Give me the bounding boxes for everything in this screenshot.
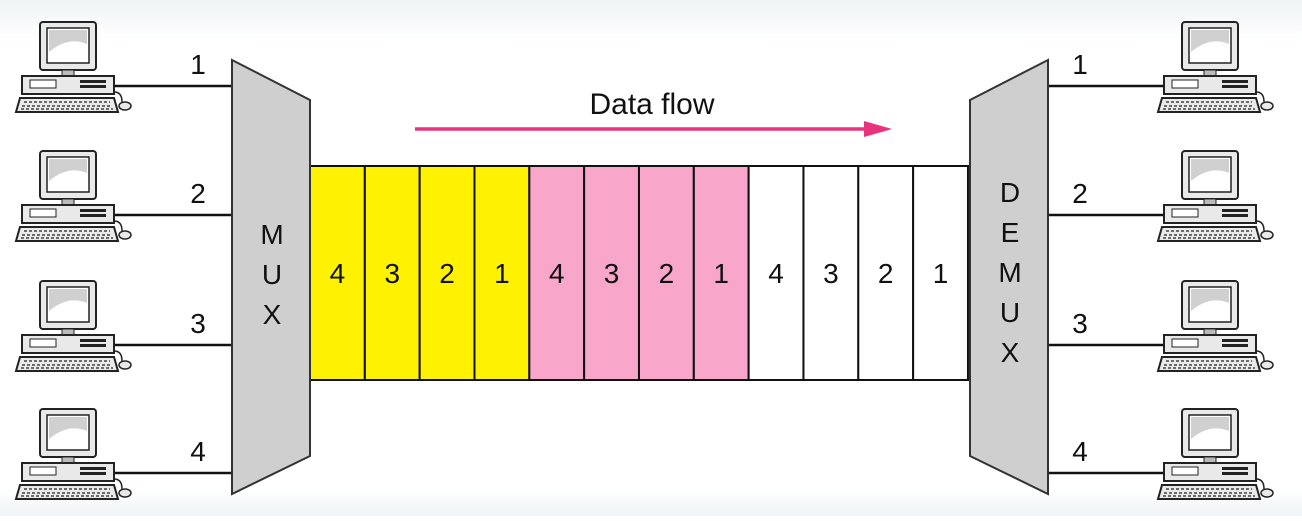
computer-icon-left-4 xyxy=(15,408,132,500)
computer-icon-right-1 xyxy=(1157,21,1274,113)
demux-device xyxy=(969,58,1049,496)
slot-label: 4 xyxy=(768,258,784,289)
slot-label: 4 xyxy=(549,258,565,289)
mux-device xyxy=(231,58,311,496)
data-flow-label: Data flow xyxy=(589,88,714,121)
slot-label: 3 xyxy=(604,258,620,289)
slot-label: 4 xyxy=(330,258,346,289)
arrowhead-icon xyxy=(864,121,892,137)
mux-letter: M xyxy=(260,219,283,250)
mux-letter: U xyxy=(262,259,282,290)
computer-icon-right-4 xyxy=(1157,408,1274,500)
input-label-1: 1 xyxy=(190,49,206,80)
demux-letter: U xyxy=(1000,297,1020,328)
demux-letter: E xyxy=(1001,217,1020,248)
computer-icon-left-1 xyxy=(15,21,132,113)
output-label-2: 2 xyxy=(1072,178,1088,209)
slot-label: 2 xyxy=(439,258,455,289)
computer-icon-right-2 xyxy=(1157,150,1274,242)
input-label-4: 4 xyxy=(190,436,206,467)
output-label-4: 4 xyxy=(1072,436,1088,467)
slot-label: 3 xyxy=(384,258,400,289)
demux-letter: X xyxy=(1001,337,1020,368)
demux-letter: D xyxy=(1000,177,1020,208)
slot-label: 1 xyxy=(494,258,510,289)
computer-icon-left-3 xyxy=(15,280,132,372)
computer-icon-right-3 xyxy=(1157,280,1274,372)
input-label-3: 3 xyxy=(190,308,206,339)
slot-label: 1 xyxy=(933,258,949,289)
slot-label: 1 xyxy=(713,258,729,289)
slot-label: 2 xyxy=(878,258,894,289)
slot-label: 2 xyxy=(659,258,675,289)
demux-letter: M xyxy=(998,257,1021,288)
mux-letter: X xyxy=(263,299,282,330)
input-label-2: 2 xyxy=(190,178,206,209)
output-label-3: 3 xyxy=(1072,308,1088,339)
computer-icon-left-2 xyxy=(15,150,132,242)
output-label-1: 1 xyxy=(1072,49,1088,80)
frame-2-slot-4 xyxy=(692,165,750,381)
frame-3-slot-3 xyxy=(857,165,915,381)
slot-label: 3 xyxy=(823,258,839,289)
